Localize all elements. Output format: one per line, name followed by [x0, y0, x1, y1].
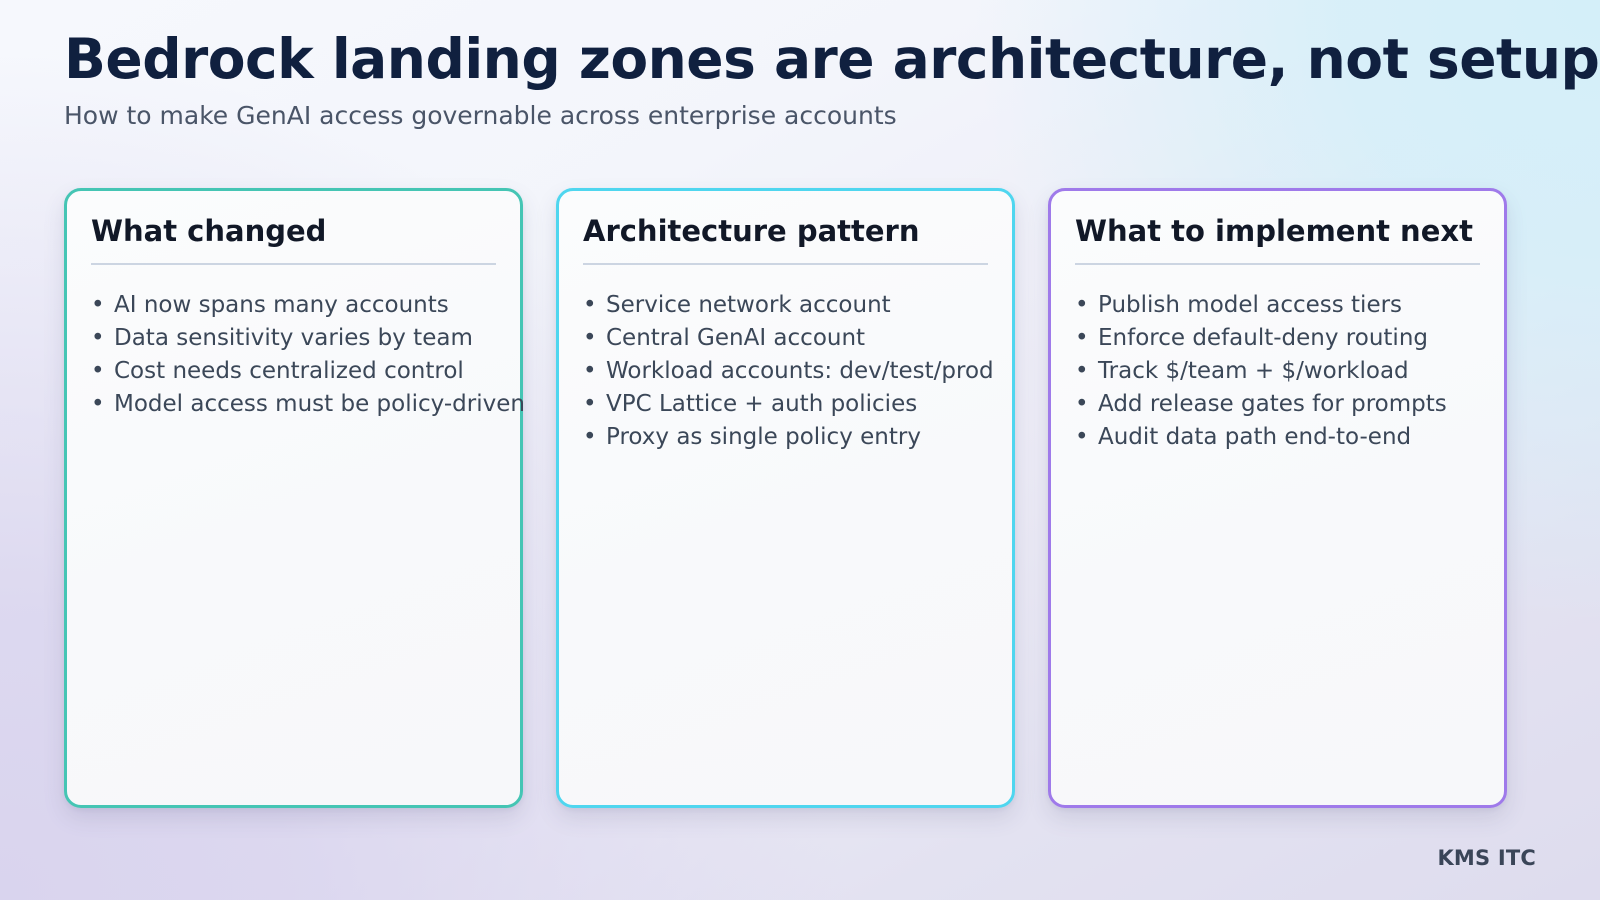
list-item: • Cost needs centralized control: [91, 355, 496, 388]
card-bullet-list: • Service network account • Central GenAI …: [583, 289, 994, 454]
list-item-label: Publish model access tiers: [1098, 292, 1403, 319]
list-item-label: Model access must be policy-driven: [114, 391, 525, 418]
card-title: Architecture pattern: [583, 214, 920, 248]
card-bullet-list: • AI now spans many accounts • Data sensit…: [91, 289, 525, 421]
list-item-label: Audit data path end-to-end: [1098, 424, 1412, 451]
bullet-icon: •: [91, 358, 105, 385]
list-item-label: AI now spans many accounts: [114, 292, 449, 319]
list-item: • Add release gates for prompts: [1075, 388, 1480, 421]
bullet-icon: •: [583, 424, 597, 451]
list-item: • Model access must be policy-driven: [91, 388, 525, 421]
card-divider: [583, 263, 988, 266]
card-what-changed: What changed • AI now spans many accounts…: [64, 188, 525, 808]
list-item: • VPC Lattice + auth policies: [583, 388, 988, 421]
bullet-icon: •: [1075, 358, 1089, 385]
list-item: • Enforce default-deny routing: [1075, 322, 1480, 355]
card-title: What changed: [91, 214, 327, 248]
card-divider: [1075, 263, 1480, 266]
card-grid: What changed • AI now spans many accounts…: [64, 188, 1507, 808]
list-item: • Track $/team + $/workload: [1075, 355, 1480, 388]
card-what-to-implement-next: What to implement next • Publish model ac…: [1048, 188, 1507, 808]
list-item-label: VPC Lattice + auth policies: [606, 391, 918, 418]
bullet-icon: •: [91, 325, 105, 352]
bullet-icon: •: [1075, 292, 1089, 319]
footer-brand: KMS ITC: [1437, 846, 1536, 870]
list-item: • Service network account: [583, 289, 988, 322]
list-item: • Proxy as single policy entry: [583, 421, 988, 454]
page-title: Bedrock landing zones are architecture, …: [64, 27, 1600, 91]
list-item: • AI now spans many accounts: [91, 289, 496, 322]
bullet-icon: •: [583, 358, 597, 385]
list-item: • Publish model access tiers: [1075, 289, 1480, 322]
list-item-label: Proxy as single policy entry: [606, 424, 921, 451]
bullet-icon: •: [583, 292, 597, 319]
bullet-icon: •: [583, 325, 597, 352]
bullet-icon: •: [91, 391, 105, 418]
list-item-label: Service network account: [606, 292, 891, 319]
bullet-icon: •: [583, 391, 597, 418]
card-bullet-list: • Publish model access tiers • Enforce def…: [1075, 289, 1480, 454]
list-item-label: Enforce default-deny routing: [1098, 325, 1428, 352]
bullet-icon: •: [1075, 325, 1089, 352]
bullet-icon: •: [1075, 424, 1089, 451]
list-item: • Central GenAI account: [583, 322, 988, 355]
slide-header: Bedrock landing zones are architecture, …: [64, 27, 1600, 131]
card-divider: [91, 263, 496, 266]
list-item: • Workload accounts: dev/test/prod: [583, 355, 994, 388]
bullet-icon: •: [1075, 391, 1089, 418]
list-item-label: Workload accounts: dev/test/prod: [606, 358, 994, 385]
list-item-label: Add release gates for prompts: [1098, 391, 1447, 418]
list-item-label: Track $/team + $/workload: [1098, 358, 1409, 385]
list-item: • Data sensitivity varies by team: [91, 322, 496, 355]
list-item-label: Cost needs centralized control: [114, 358, 464, 385]
list-item: • Audit data path end-to-end: [1075, 421, 1480, 454]
page-subtitle: How to make GenAI access governable acro…: [64, 101, 897, 131]
list-item-label: Central GenAI account: [606, 325, 866, 352]
card-architecture-pattern: Architecture pattern • Service network ac…: [556, 188, 1015, 808]
list-item-label: Data sensitivity varies by team: [114, 325, 473, 352]
bullet-icon: •: [91, 292, 105, 319]
card-title: What to implement next: [1075, 214, 1473, 248]
